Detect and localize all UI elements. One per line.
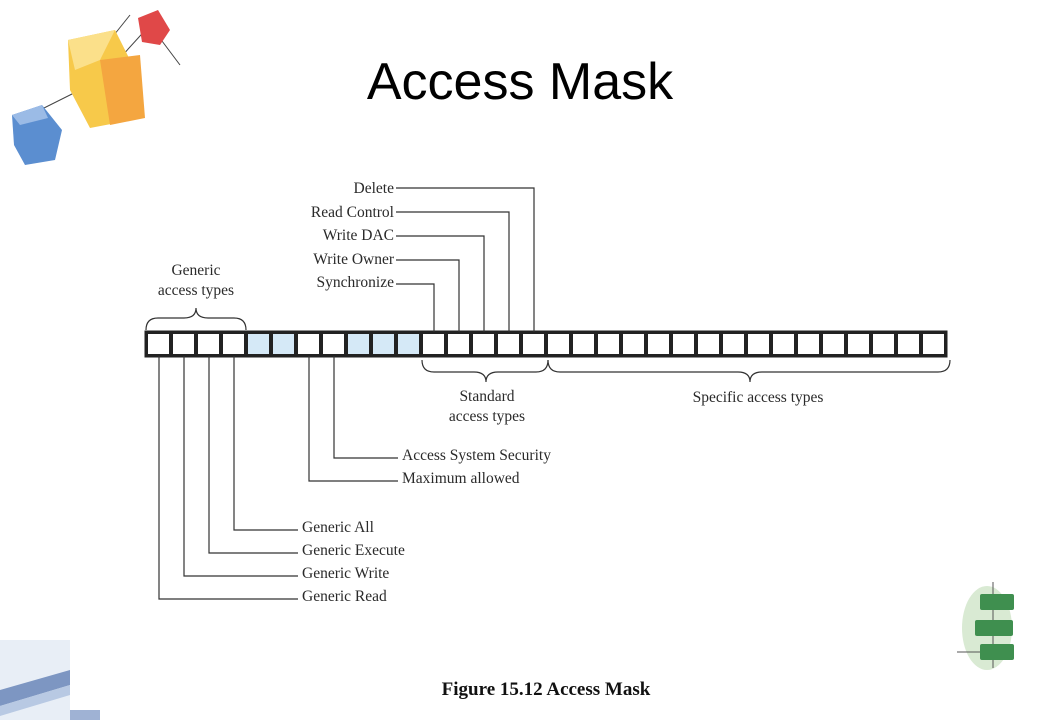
abstract-cubes-graphic (12, 10, 181, 165)
bit-cell (673, 334, 694, 354)
corner-stripes-graphic (0, 640, 100, 720)
bit-cell (773, 334, 794, 354)
label-standard-types-line2: access types (449, 408, 525, 425)
bit-cell (473, 334, 494, 354)
label-read-control: Read Control (311, 204, 394, 221)
bit-cell (898, 334, 919, 354)
bit-cell (748, 334, 769, 354)
label-generic-all: Generic All (302, 519, 374, 536)
bit-cell (248, 334, 269, 354)
figure-caption: Figure 15.12 Access Mask (442, 679, 651, 700)
leader-generic-all (233, 356, 298, 531)
leader-synchronize (396, 283, 435, 332)
bit-cell (598, 334, 619, 354)
leader-generic-execute (208, 356, 298, 554)
bit-cell (273, 334, 294, 354)
bit-cell (648, 334, 669, 354)
brace-standard (421, 359, 549, 383)
label-write-owner: Write Owner (313, 251, 395, 268)
bit-cell (398, 334, 419, 354)
label-standard-types-line1: Standard (459, 388, 514, 405)
leader-generic-read (158, 356, 298, 600)
label-generic-types-line1: Generic (171, 262, 220, 279)
bit-cell (548, 334, 569, 354)
stacked-blocks-graphic (957, 582, 1014, 670)
bit-cell (498, 334, 519, 354)
bit-cell (373, 334, 394, 354)
leader-access-system-security (333, 356, 398, 459)
bit-cell (423, 334, 444, 354)
label-generic-read: Generic Read (302, 588, 387, 605)
leader-generic-write (183, 356, 298, 577)
bit-cell (348, 334, 369, 354)
leader-write-owner (396, 259, 460, 332)
bit-cell (873, 334, 894, 354)
bit-cell (723, 334, 744, 354)
label-generic-write: Generic Write (302, 565, 389, 582)
bit-cell (923, 334, 944, 354)
bit-cell (298, 334, 319, 354)
bit-cell (798, 334, 819, 354)
label-specific-types: Specific access types (693, 389, 824, 406)
bit-field (144, 330, 948, 358)
bit-cell (523, 334, 544, 354)
bit-cell (448, 334, 469, 354)
bit-cell (223, 334, 244, 354)
label-generic-execute: Generic Execute (302, 542, 405, 559)
label-generic-types-line2: access types (158, 282, 234, 299)
label-access-system-security: Access System Security (402, 447, 551, 464)
label-write-dac: Write DAC (323, 227, 394, 244)
bit-cell (148, 334, 169, 354)
leader-read-control (396, 211, 510, 332)
bit-cell (198, 334, 219, 354)
leader-maximum-allowed (308, 356, 398, 482)
leader-write-dac (396, 235, 485, 332)
label-delete: Delete (354, 180, 395, 197)
leader-delete (396, 187, 535, 332)
brace-specific (547, 359, 951, 383)
label-synchronize: Synchronize (317, 274, 395, 291)
bit-cell (623, 334, 644, 354)
slide-title: Access Mask (366, 53, 674, 111)
bit-cell (698, 334, 719, 354)
bit-cell (173, 334, 194, 354)
bit-cell (323, 334, 344, 354)
bit-cell (848, 334, 869, 354)
label-maximum-allowed: Maximum allowed (402, 470, 520, 487)
brace-generic (145, 307, 247, 331)
bit-cell (823, 334, 844, 354)
bit-cell (573, 334, 594, 354)
